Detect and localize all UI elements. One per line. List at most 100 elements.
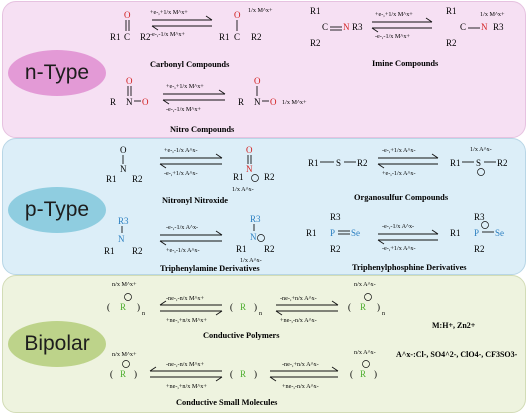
nitroxide-o: O <box>120 145 127 155</box>
carbonyl-o: O <box>124 10 131 20</box>
triphenylphosphine-prod-r1: R1 <box>450 228 461 238</box>
a-ion-legend: A^x-:Cl-, SO4^2-, ClO4-, CF3SO3- <box>396 350 518 359</box>
imine-r1: R1 <box>310 6 321 16</box>
carbonyl-reaction: R1 C R2 O +e-,+1/x M^x+ -e-,-1/x M^x+ R1… <box>110 7 273 69</box>
p-type-badge: p-Type <box>8 187 106 233</box>
polymers-n1: n <box>142 310 145 317</box>
polymers-r3: R <box>360 302 366 312</box>
carbonyl-prod-r2: R2 <box>251 32 262 42</box>
nitro-rev-label: -e-,-1/x M^x+ <box>166 106 201 113</box>
imine-c: C <box>322 22 328 32</box>
polymers-bracket-l1: ( <box>107 302 110 312</box>
triphenylphosphine-rev-label: -e-,+1/x A^x- <box>382 245 416 252</box>
triphenylphosphine-prod-r2: R2 <box>474 244 485 254</box>
nitro-prod-r: R <box>238 97 244 107</box>
carbonyl-r1: R1 <box>110 32 121 42</box>
nitroxide-caption: Nitronyl Nitroxide <box>162 196 228 205</box>
nitro-fwd-label: +e-,+1/x M^x+ <box>166 83 204 90</box>
triphenylphosphine-p: P <box>330 228 335 238</box>
triphenylamine-prod-r2: R2 <box>264 244 275 254</box>
nitroxide-prod-r1: R1 <box>233 172 244 182</box>
polymers-n2: n <box>259 310 262 317</box>
organosulfur-caption: Organosulfur Compounds <box>354 193 449 202</box>
nitro-prod-o2: O <box>270 97 277 107</box>
triphenylamine-rev-label: +e-,-1/x A^x- <box>166 247 200 254</box>
carbonyl-fwd-label: +e-,+1/x M^x+ <box>150 9 188 16</box>
carbonyl-caption: Carbonyl Compounds <box>150 60 230 69</box>
imine-r2: R2 <box>310 38 321 48</box>
polymers-ion-a: n/x A^x- <box>354 281 376 288</box>
nitroxide-fwd-label: +e-,-1/x A^x- <box>164 147 198 154</box>
organosulfur-s: S <box>336 158 341 168</box>
organosulfur-prod-ion: 1/x A^x- <box>470 146 492 153</box>
triphenylamine-prod-ion: 1/x A^x- <box>240 257 262 264</box>
nitroxide-reaction: O N R1 R2 +e-,-1/x A^x- -e-,+1/x A^x- O … <box>106 145 275 205</box>
m-ion-legend: M:H+, Zn2+ <box>432 321 476 330</box>
polymers-caption: Conductive Polymers <box>203 331 280 340</box>
nitro-r: R <box>110 97 116 107</box>
organosulfur-rev-label: +e-,-1/x A^x- <box>382 170 416 177</box>
triphenylamine-reaction: R3 N R1 R2 -e-,-1/x A^x- +e-,-1/x A^x- R… <box>104 214 275 273</box>
polymers-ion-m: n/x M^x+ <box>112 281 137 288</box>
triphenylamine-r1: R1 <box>104 246 115 256</box>
small-rev1: +ne-,+n/x M^x+ <box>166 383 207 390</box>
p-type-label: p-Type <box>24 198 90 221</box>
polymers-bracket-r2: ) <box>254 302 257 312</box>
nitro-caption: Nitro Compounds <box>170 125 235 134</box>
triphenylphosphine-se: Se <box>351 228 360 238</box>
nitro-reaction: R N O O +e-,+1/x M^x+ -e-,-1/x M^x+ R N … <box>110 76 307 134</box>
nitro-prod-ion: 1/x M^x+ <box>282 99 307 106</box>
polymers-fwd2: -ne-,+n/x A^x- <box>280 295 317 302</box>
triphenylamine-prod-n: N <box>250 232 257 242</box>
nitro-prod-n: N <box>254 97 261 107</box>
organosulfur-r2: R2 <box>357 158 368 168</box>
bipolar-label: Bipolar <box>24 332 90 355</box>
nitroxide-prod-o: O <box>246 145 253 155</box>
polymers-bracket-r3: ) <box>377 302 380 312</box>
nitro-n: N <box>126 97 133 107</box>
small-ion-m: n/x M^x+ <box>112 351 137 358</box>
carbonyl-r2: R2 <box>140 32 151 42</box>
small-bracket-r3: ) <box>374 369 377 379</box>
nitroxide-prod-r2: R2 <box>264 172 275 182</box>
polymers-bracket-l3: ( <box>348 302 351 312</box>
triphenylamine-prod-r3: R3 <box>250 214 261 224</box>
small-r2: R <box>240 369 246 379</box>
carbonyl-prod-r1: R1 <box>219 32 230 42</box>
small-bracket-l3: ( <box>350 369 353 379</box>
imine-prod-r3: R3 <box>493 22 504 32</box>
triphenylphosphine-r3: R3 <box>330 212 341 222</box>
triphenylamine-prod-r1: R1 <box>236 244 247 254</box>
organosulfur-prod-r1: R1 <box>450 158 461 168</box>
n-type-label: n-Type <box>24 61 90 84</box>
carbonyl-prod-o: O <box>234 10 241 20</box>
triphenylphosphine-prod-p: P <box>474 228 479 238</box>
imine-prod-c: C <box>460 22 466 32</box>
small-rev2: +ne-,-n/x A^x- <box>282 383 319 390</box>
organosulfur-prod-s: S <box>476 158 481 168</box>
triphenylamine-r3: R3 <box>118 216 129 226</box>
imine-r3: R3 <box>352 22 363 32</box>
nitroxide-r2: R2 <box>132 174 143 184</box>
small-r3: R <box>360 369 366 379</box>
nitroxide-n: N <box>120 164 127 174</box>
imine-prod-r2: R2 <box>446 38 457 48</box>
polymers-fwd1: -ne-,-n/x M^x+ <box>166 295 205 302</box>
imine-prod-n: N <box>481 22 488 32</box>
polymers-r2: R <box>240 302 246 312</box>
organosulfur-r1: R1 <box>308 158 319 168</box>
nitro-prod-o1: O <box>254 76 261 86</box>
triphenylphosphine-caption: Triphenylphosphine Derivatives <box>352 263 467 272</box>
nitro-o1: O <box>126 76 133 86</box>
carbonyl-prod-c: C <box>234 32 240 42</box>
nitroxide-prod-ion: 1/x A^x- <box>232 186 254 193</box>
small-molecules-reaction: n/x M^x+ ( R ) -ne-,-n/x M^x+ +ne-,+n/x … <box>110 349 377 407</box>
carbonyl-c: C <box>124 32 130 42</box>
triphenylamine-n: N <box>118 234 125 244</box>
organosulfur-prod-r2: R2 <box>497 158 508 168</box>
bipolar-badge: Bipolar <box>8 321 106 367</box>
small-bracket-l2: ( <box>230 369 233 379</box>
small-bracket-r2: ) <box>254 369 257 379</box>
